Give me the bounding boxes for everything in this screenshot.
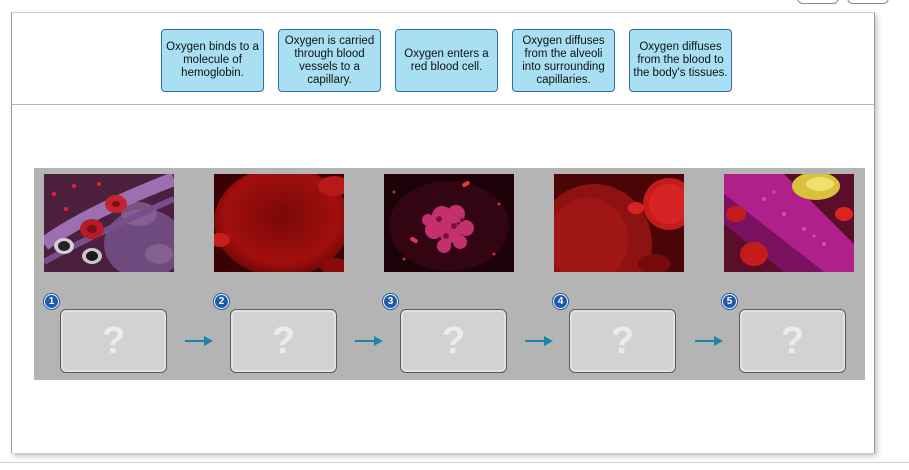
page-bottom-divider	[0, 462, 909, 463]
answer-card-5[interactable]: Oxygen diffuses from the blood to the bo…	[629, 29, 732, 92]
sequence-activity-panel: Oxygen binds to a molecule of hemoglobin…	[11, 12, 875, 453]
drop-slot-4[interactable]: ?	[569, 309, 676, 373]
step-number-2: 2	[214, 294, 229, 309]
answer-card-3[interactable]: Oxygen enters a red blood cell.	[395, 29, 498, 92]
right-arrow-icon	[695, 336, 723, 346]
answer-card-4[interactable]: Oxygen diffuses from the alveoli into su…	[512, 29, 615, 92]
drop-slot-3[interactable]: ?	[400, 309, 507, 373]
step-number-3: 3	[383, 294, 398, 309]
toolbar-button-2[interactable]	[847, 0, 889, 4]
right-arrow-icon	[355, 336, 383, 346]
drop-slot-2[interactable]: ?	[230, 309, 337, 373]
hemoglobin-image	[384, 174, 514, 272]
answer-card-2[interactable]: Oxygen is carried through blood vessels …	[278, 29, 381, 92]
step-number-5: 5	[722, 294, 737, 309]
body-tissue-image	[724, 174, 854, 272]
answer-card-1[interactable]: Oxygen binds to a molecule of hemoglobin…	[161, 29, 264, 92]
right-arrow-icon	[185, 336, 213, 346]
toolbar-button-1[interactable]	[797, 0, 839, 4]
sequence-stage: 1 2 3 4 5 ? ? ? ? ?	[34, 168, 865, 380]
step-number-1: 1	[44, 294, 59, 309]
red-blood-cell-image	[214, 174, 344, 272]
right-arrow-icon	[525, 336, 553, 346]
blood-vessel-image	[554, 174, 684, 272]
drop-slot-5[interactable]: ?	[739, 309, 846, 373]
alveoli-capillary-image	[44, 174, 174, 272]
step-number-4: 4	[553, 294, 568, 309]
drop-slot-1[interactable]: ?	[60, 309, 167, 373]
card-tray-divider	[12, 104, 874, 105]
